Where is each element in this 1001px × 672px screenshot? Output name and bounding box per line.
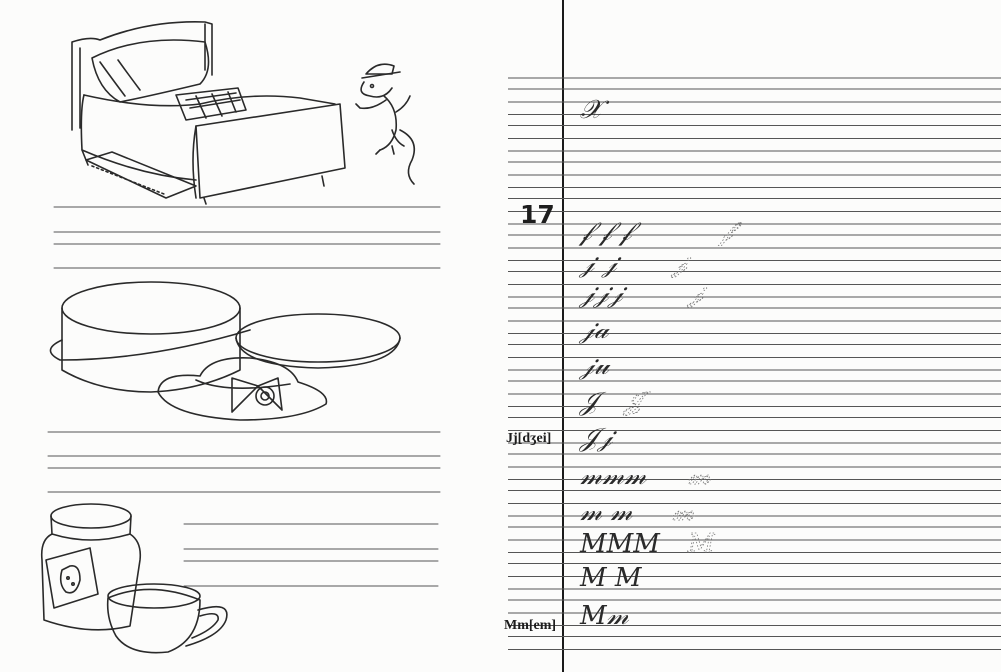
letter-label-m: Mm[em] xyxy=(504,618,557,633)
left-writing-lines xyxy=(47,206,441,587)
cursive-model-row: 𝒻 𝒻 𝒻 xyxy=(578,217,642,247)
tracing-guide: 𝓂 xyxy=(672,497,695,527)
cursive-model-row: 𝓂𝓂𝓂 xyxy=(580,461,647,491)
cursive-model-row: 𝒿𝓊 xyxy=(578,351,611,381)
cursive-model-row: 𝓂 𝓂 xyxy=(580,497,633,527)
hatbox-illustration xyxy=(49,281,401,421)
cursive-model-row: 𝑀𝓂 xyxy=(579,601,630,631)
bed-illustration xyxy=(71,21,416,205)
mouse-figure xyxy=(355,63,416,185)
tracing-guide: 𝒿 xyxy=(686,279,708,309)
letter-label-j: Jj[dʒei] xyxy=(506,431,552,446)
cursive-model-row: 𝒿𝒿𝒿 xyxy=(578,279,628,309)
tracing-guide: 𝓂 xyxy=(688,461,711,491)
cursive-model-row: 𝒥 xyxy=(578,387,607,417)
cursive-model-row: 𝑀 𝑀 xyxy=(579,563,643,593)
lesson-number: 17 xyxy=(520,200,555,229)
cursive-model-row: 𝒿 𝒿 xyxy=(578,249,622,279)
cursive-model-row: 𝑀𝑀𝑀 xyxy=(579,529,661,559)
cursive-model-row: 𝒿𝒶 xyxy=(578,315,610,345)
cursive-model-row: 𝒥𝒿 xyxy=(578,423,618,453)
right-ruled-lines xyxy=(508,77,1001,650)
tracing-guide: 𝑀 xyxy=(687,529,716,559)
tracing-guide: 𝒻 xyxy=(718,217,742,247)
tracing-guide: 𝒥 xyxy=(622,387,651,417)
jar-and-cup-illustration xyxy=(40,503,228,654)
tracing-guide: 𝒿 xyxy=(670,249,692,279)
cursive-model-row: 𝒳 xyxy=(580,95,610,125)
